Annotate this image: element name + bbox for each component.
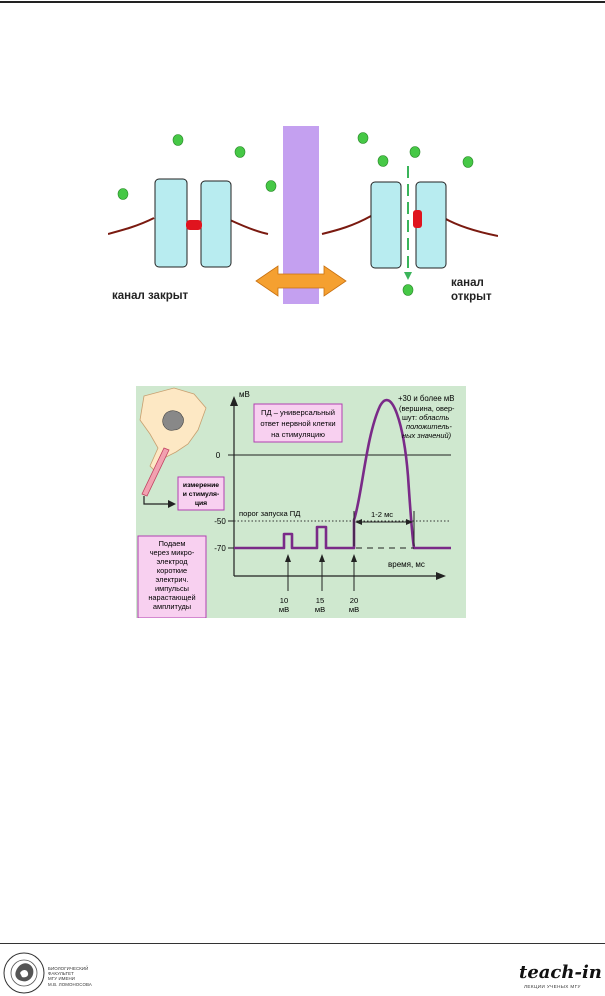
pd-box-line-1: ПД – универсальный	[261, 408, 335, 417]
y-tick-label-70: -70	[214, 544, 226, 553]
stimulus-box-line-7: нарастающей	[148, 593, 195, 602]
stimulus-box-line-6: импульсы	[155, 584, 189, 593]
electrode-wire-arrow	[168, 500, 176, 508]
stim-arrowhead-10	[285, 554, 291, 562]
university-line-1: БИОЛОГИЧЕСКИЙ	[48, 966, 89, 971]
stim-label-10-unit: мВ	[279, 605, 289, 614]
stim-label-10-value: 10	[280, 596, 288, 605]
gate-open	[413, 210, 422, 228]
ion	[409, 146, 421, 158]
ion	[117, 188, 129, 200]
peak-label-3: шут: область	[402, 413, 449, 422]
university-line-4: М.В. ЛОМОНОСОВА	[48, 981, 92, 987]
stimulus-box-line-3: электрод	[156, 557, 188, 566]
stimulus-box-line-1: Подаем	[159, 539, 186, 548]
university-name: БИОЛОГИЧЕСКИЙ ФАКУЛЬТЕТ МГУ ИМЕНИ М.В. Л…	[48, 966, 92, 987]
label-channel-open-2: открыт	[451, 291, 492, 303]
electrode-wire	[143, 496, 170, 505]
ion-path-arrow	[404, 272, 412, 280]
measure-box-line-2: и стимуля-	[183, 491, 220, 498]
stim-label-15-value: 15	[316, 596, 324, 605]
membrane-left	[107, 217, 269, 235]
peak-label-5: ных значений)	[402, 431, 452, 440]
ion	[234, 146, 246, 158]
ion	[402, 284, 414, 296]
stimulus-box-line-4: короткие	[157, 566, 187, 575]
stimulus-box	[137, 535, 207, 619]
stim-arrowhead-15	[319, 554, 325, 562]
stim-label-20-unit: мВ	[349, 605, 359, 614]
university-logo-icon	[3, 952, 45, 994]
stim-arrowhead-20	[351, 554, 357, 562]
y-tick-label-0: 0	[216, 451, 221, 460]
duration-arrowhead-right	[406, 519, 413, 525]
stimulus-box-line-8: амплитуды	[153, 602, 191, 611]
threshold-label: порог запуска ПД	[239, 509, 300, 518]
measure-box-line-3: ция	[195, 500, 207, 507]
membrane-right	[321, 215, 499, 237]
electrode	[141, 447, 170, 497]
channel-right-a	[370, 181, 402, 269]
channel-figure: канал закрыт канал открыт	[107, 126, 499, 318]
duration-label: 1-2 мс	[371, 510, 393, 519]
footer-rule	[0, 943, 605, 944]
ion	[265, 180, 277, 192]
label-channel-open-1: канал	[451, 277, 484, 289]
stim-label-20-value: 20	[350, 596, 358, 605]
ion	[462, 156, 474, 168]
stim-label-15-unit: мВ	[315, 605, 325, 614]
action-potential-chart: мВ 0 -50 -70 порог запуска ПД 1-2 мс вре…	[137, 387, 455, 619]
pd-box-line-2: ответ нервной клетки	[260, 419, 335, 428]
measure-box	[177, 476, 225, 511]
university-line-2: ФАКУЛЬТЕТ	[48, 971, 74, 977]
channel-diagram	[107, 126, 499, 304]
measure-box-line-1: измерение	[183, 482, 219, 489]
y-tick-label-50: -50	[214, 517, 226, 526]
top-rule	[0, 1, 605, 3]
membrane-potential-trace	[234, 398, 451, 550]
peak-label-2: (вершина, овер-	[399, 404, 455, 413]
duration-arrowhead-left	[355, 519, 362, 525]
channel-left-a	[154, 178, 188, 268]
ion	[377, 155, 389, 167]
pd-box-line-3: на стимуляцию	[271, 430, 325, 439]
double-arrow-icon	[255, 265, 347, 297]
pd-box	[253, 403, 343, 443]
action-potential-figure: мВ 0 -50 -70 порог запуска ПД 1-2 мс вре…	[136, 386, 466, 619]
university-line-3: МГУ ИМЕНИ	[48, 976, 76, 982]
channel-left-b	[200, 180, 232, 268]
brand-logo: teach-in	[519, 962, 602, 983]
x-axis-arrow	[436, 572, 446, 580]
peak-label-4: положитель-	[406, 422, 452, 431]
nucleus	[162, 410, 184, 431]
peak-label-1: +30 и более мВ	[398, 394, 455, 403]
ion	[357, 132, 369, 144]
label-channel-closed: канал закрыт	[112, 290, 189, 302]
stimulus-box-line-2: через микро-	[150, 548, 195, 557]
x-axis-label: время, мс	[388, 560, 425, 569]
brand-subtitle: ЛЕКЦИИ УЧЕНЫХ МГУ	[524, 984, 581, 989]
y-axis-label: мВ	[239, 390, 250, 399]
gate-closed	[186, 220, 202, 230]
stimulus-box-line-5: электрич.	[156, 575, 189, 584]
ion	[172, 134, 184, 146]
y-axis-arrow	[230, 396, 238, 406]
